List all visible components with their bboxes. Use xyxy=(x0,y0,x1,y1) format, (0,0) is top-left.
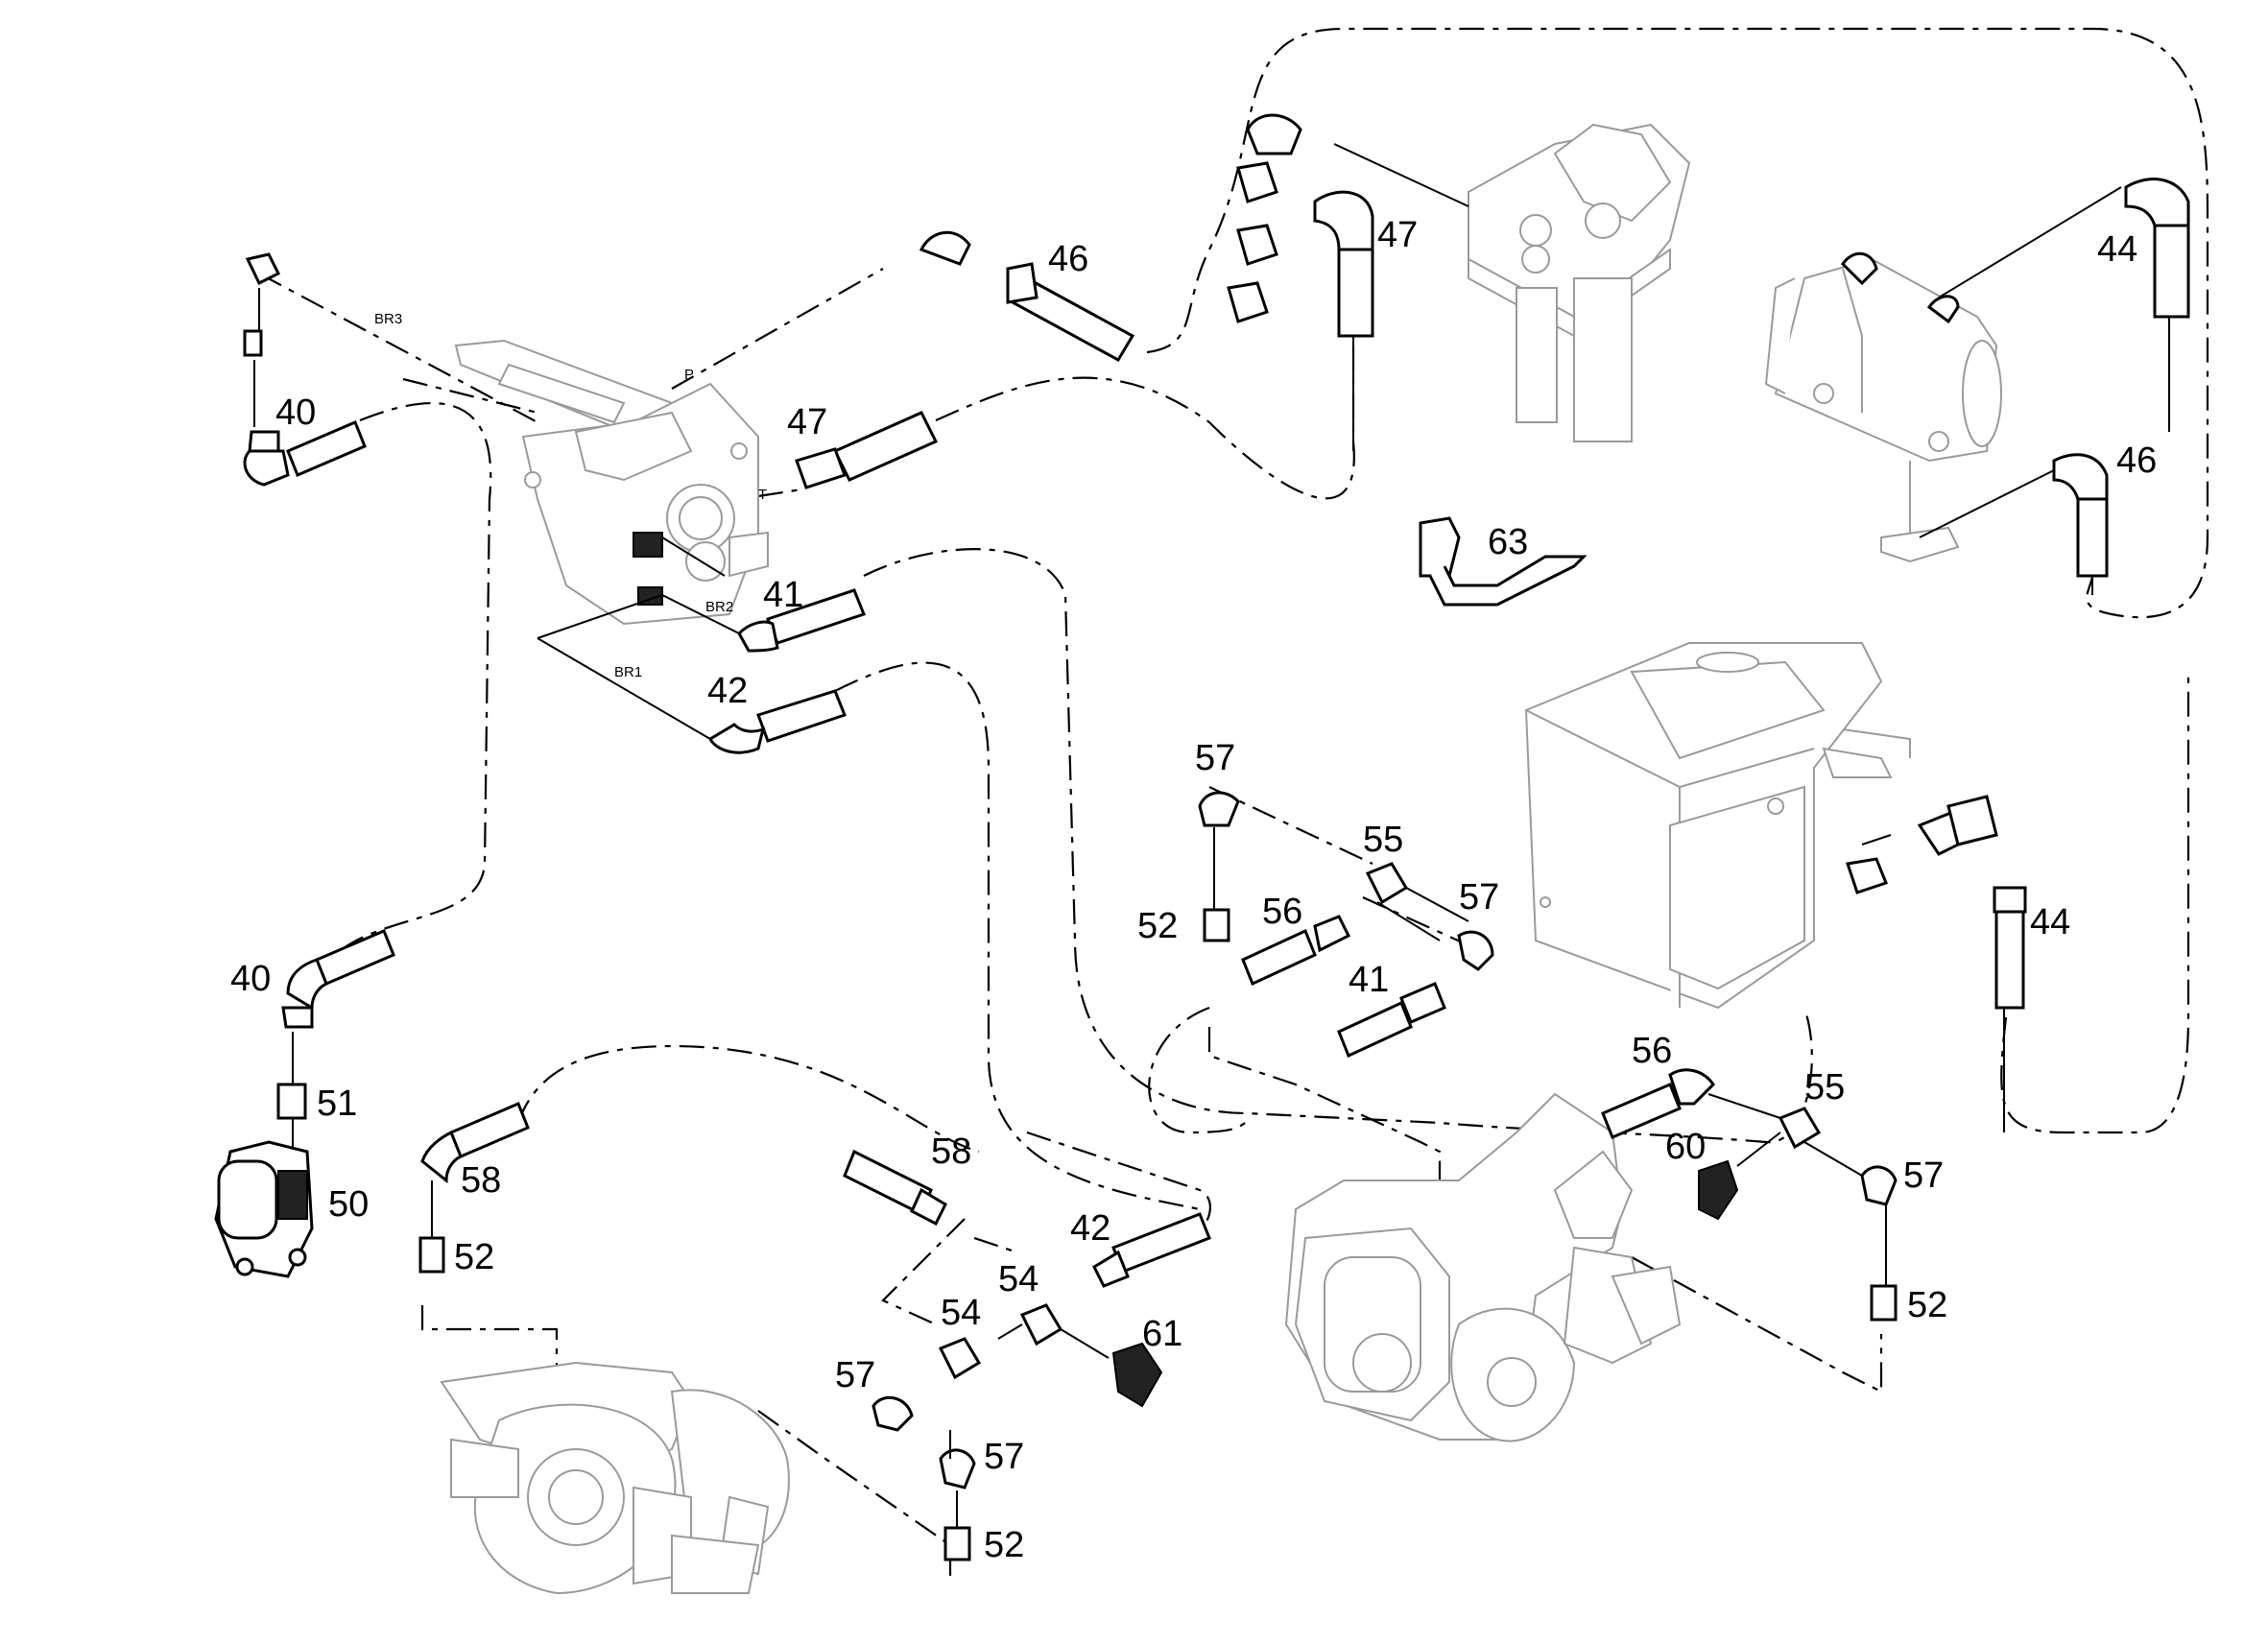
callout-54-a: 54 xyxy=(941,1293,981,1333)
port-label-p: P xyxy=(684,367,694,383)
callout-42-bottom: 42 xyxy=(1070,1208,1110,1249)
callout-63: 63 xyxy=(1488,522,1528,562)
tank-housing xyxy=(1524,642,1911,1010)
callout-51: 51 xyxy=(317,1084,357,1124)
hoses xyxy=(243,178,2190,1288)
callout-60: 60 xyxy=(1665,1127,1706,1167)
port-labels: P T BR1 BR2 BR3 xyxy=(374,311,767,680)
callout-46-top: 46 xyxy=(1048,239,1088,279)
callout-58-a: 58 xyxy=(461,1160,501,1201)
callout-57-c: 57 xyxy=(1903,1156,1944,1196)
callout-57-e: 57 xyxy=(984,1437,1024,1477)
callout-46-right: 46 xyxy=(2116,441,2157,481)
callout-41-mid: 41 xyxy=(1349,960,1389,1000)
callout-47-top: 47 xyxy=(1377,215,1418,255)
callout-57-d: 57 xyxy=(835,1355,875,1395)
callout-52-b: 52 xyxy=(454,1237,494,1277)
fittings xyxy=(243,113,1998,1561)
leader-lines xyxy=(253,143,2170,1528)
callout-41-left: 41 xyxy=(763,575,803,615)
callout-50: 50 xyxy=(328,1184,369,1225)
callouts: 40 40 41 41 42 42 44 44 46 46 47 47 50 5… xyxy=(230,215,2157,1565)
callout-61: 61 xyxy=(1142,1314,1182,1354)
callout-52-c: 52 xyxy=(984,1525,1024,1565)
brake-valve-assembly xyxy=(454,339,769,626)
port-label-br2: BR2 xyxy=(705,599,733,615)
callout-44-bottom: 44 xyxy=(2030,902,2070,942)
callout-56-a: 56 xyxy=(1262,892,1302,932)
brake-caliper xyxy=(214,1140,314,1278)
transmission xyxy=(1284,1092,1682,1442)
port-label-br3: BR3 xyxy=(374,311,402,327)
callout-42-left: 42 xyxy=(707,671,748,711)
port-label-br1: BR1 xyxy=(614,664,642,680)
callout-40-top: 40 xyxy=(275,393,316,433)
callout-57-a: 57 xyxy=(1195,738,1235,778)
callout-58-b: 58 xyxy=(931,1132,971,1172)
callout-52-d: 52 xyxy=(1907,1285,1947,1325)
callout-55-a: 55 xyxy=(1363,820,1403,860)
callout-44-top: 44 xyxy=(2097,229,2137,270)
callout-54-b: 54 xyxy=(998,1259,1039,1299)
callout-55-b: 55 xyxy=(1804,1067,1845,1108)
callout-40-bottom: 40 xyxy=(230,959,271,999)
routing-lines xyxy=(258,27,2209,1584)
port-label-t: T xyxy=(758,487,767,503)
bracket-63 xyxy=(1419,516,1588,607)
callout-47-left: 47 xyxy=(787,402,827,442)
callout-52-a: 52 xyxy=(1137,906,1178,946)
callout-57-b: 57 xyxy=(1459,877,1499,917)
rear-axle xyxy=(440,1361,790,1595)
hydraulic-block-upper xyxy=(1468,123,1691,442)
callout-56-b: 56 xyxy=(1632,1031,1672,1071)
pump-assembly xyxy=(1764,251,2002,563)
